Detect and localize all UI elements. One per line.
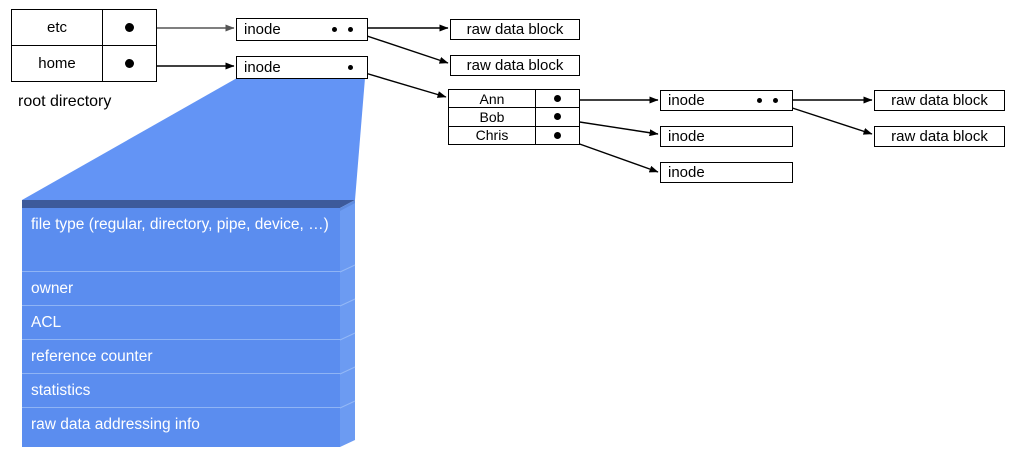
table-row[interactable]: etc <box>12 10 156 45</box>
inode-pointer-dots[interactable] <box>348 57 367 78</box>
pointer-dot-icon <box>348 27 353 32</box>
inode-field-label: owner <box>31 280 74 297</box>
pointer-dot-icon <box>125 23 134 32</box>
inode-label: inode <box>668 164 705 181</box>
inode-field-acl: ACL <box>22 306 340 340</box>
dir-entry-pointer[interactable] <box>536 108 579 125</box>
raw-data-block-label: raw data block <box>466 21 564 38</box>
pointer-dot-icon <box>773 98 778 103</box>
inode-field-owner: owner <box>22 272 340 306</box>
raw-data-block[interactable]: raw data block <box>874 126 1005 147</box>
dir-entry-pointer[interactable] <box>103 46 156 81</box>
raw-data-block-label: raw data block <box>891 128 988 145</box>
pointer-dot-icon <box>554 131 561 139</box>
table-row[interactable]: home <box>12 45 156 81</box>
inode-pointer-dots[interactable] <box>757 91 792 110</box>
inode-label: inode <box>668 128 705 145</box>
raw-data-block[interactable]: raw data block <box>450 55 580 76</box>
inode-box-etc[interactable]: inode <box>236 18 368 41</box>
inode-box-home[interactable]: inode <box>236 56 368 79</box>
dir-entry-name: Bob <box>449 108 536 126</box>
inode-field-statistics: statistics <box>22 374 340 408</box>
table-row[interactable]: Ann <box>449 90 579 108</box>
inode-field-label: reference counter <box>31 348 153 365</box>
inode-box-bob[interactable]: inode <box>660 126 793 147</box>
inode-label: inode <box>244 21 281 38</box>
raw-data-block[interactable]: raw data block <box>450 19 580 40</box>
inode-label: inode <box>668 92 705 109</box>
dir-entry-name: Ann <box>449 90 536 108</box>
root-directory-table[interactable]: etc home <box>11 9 157 82</box>
raw-data-block[interactable]: raw data block <box>874 90 1005 111</box>
pointer-dot-icon <box>554 95 561 103</box>
inode-field-raw-data-addressing: raw data addressing info <box>22 408 340 447</box>
inode-field-label: ACL <box>31 314 62 331</box>
raw-data-block-label: raw data block <box>466 57 564 74</box>
inode-box-chris[interactable]: inode <box>660 162 793 183</box>
dir-entry-name: etc <box>12 10 103 45</box>
dir-entry-name: Chris <box>449 126 536 144</box>
raw-data-block-label: raw data block <box>891 92 988 109</box>
pointer-dot-icon <box>125 59 134 68</box>
inode-pointer-dots[interactable] <box>332 19 367 40</box>
inode-field-label: raw data addressing info <box>31 416 200 433</box>
inode-field-label: file type (regular, directory, pipe, dev… <box>31 216 329 233</box>
pointer-dot-icon <box>348 65 353 70</box>
inode-field-reference-counter: reference counter <box>22 340 340 374</box>
pointer-dot-icon <box>757 98 762 103</box>
inode-field-label: statistics <box>31 382 91 399</box>
inode-box-ann[interactable]: inode <box>660 90 793 111</box>
root-directory-caption: root directory <box>18 93 112 110</box>
inode-field-file-type: file type (regular, directory, pipe, dev… <box>22 208 340 272</box>
home-directory-table[interactable]: Ann Bob Chris <box>448 89 580 145</box>
inode-label: inode <box>244 59 281 76</box>
table-row[interactable]: Bob <box>449 107 579 126</box>
dir-entry-pointer[interactable] <box>536 90 579 107</box>
dir-entry-name: home <box>12 46 103 81</box>
inode-detail-block: file type (regular, directory, pipe, dev… <box>22 208 340 447</box>
dir-entry-pointer[interactable] <box>536 127 579 144</box>
pointer-dot-icon <box>554 113 561 121</box>
pointer-dot-icon <box>332 27 337 32</box>
table-row[interactable]: Chris <box>449 125 579 144</box>
dir-entry-pointer[interactable] <box>103 10 156 45</box>
